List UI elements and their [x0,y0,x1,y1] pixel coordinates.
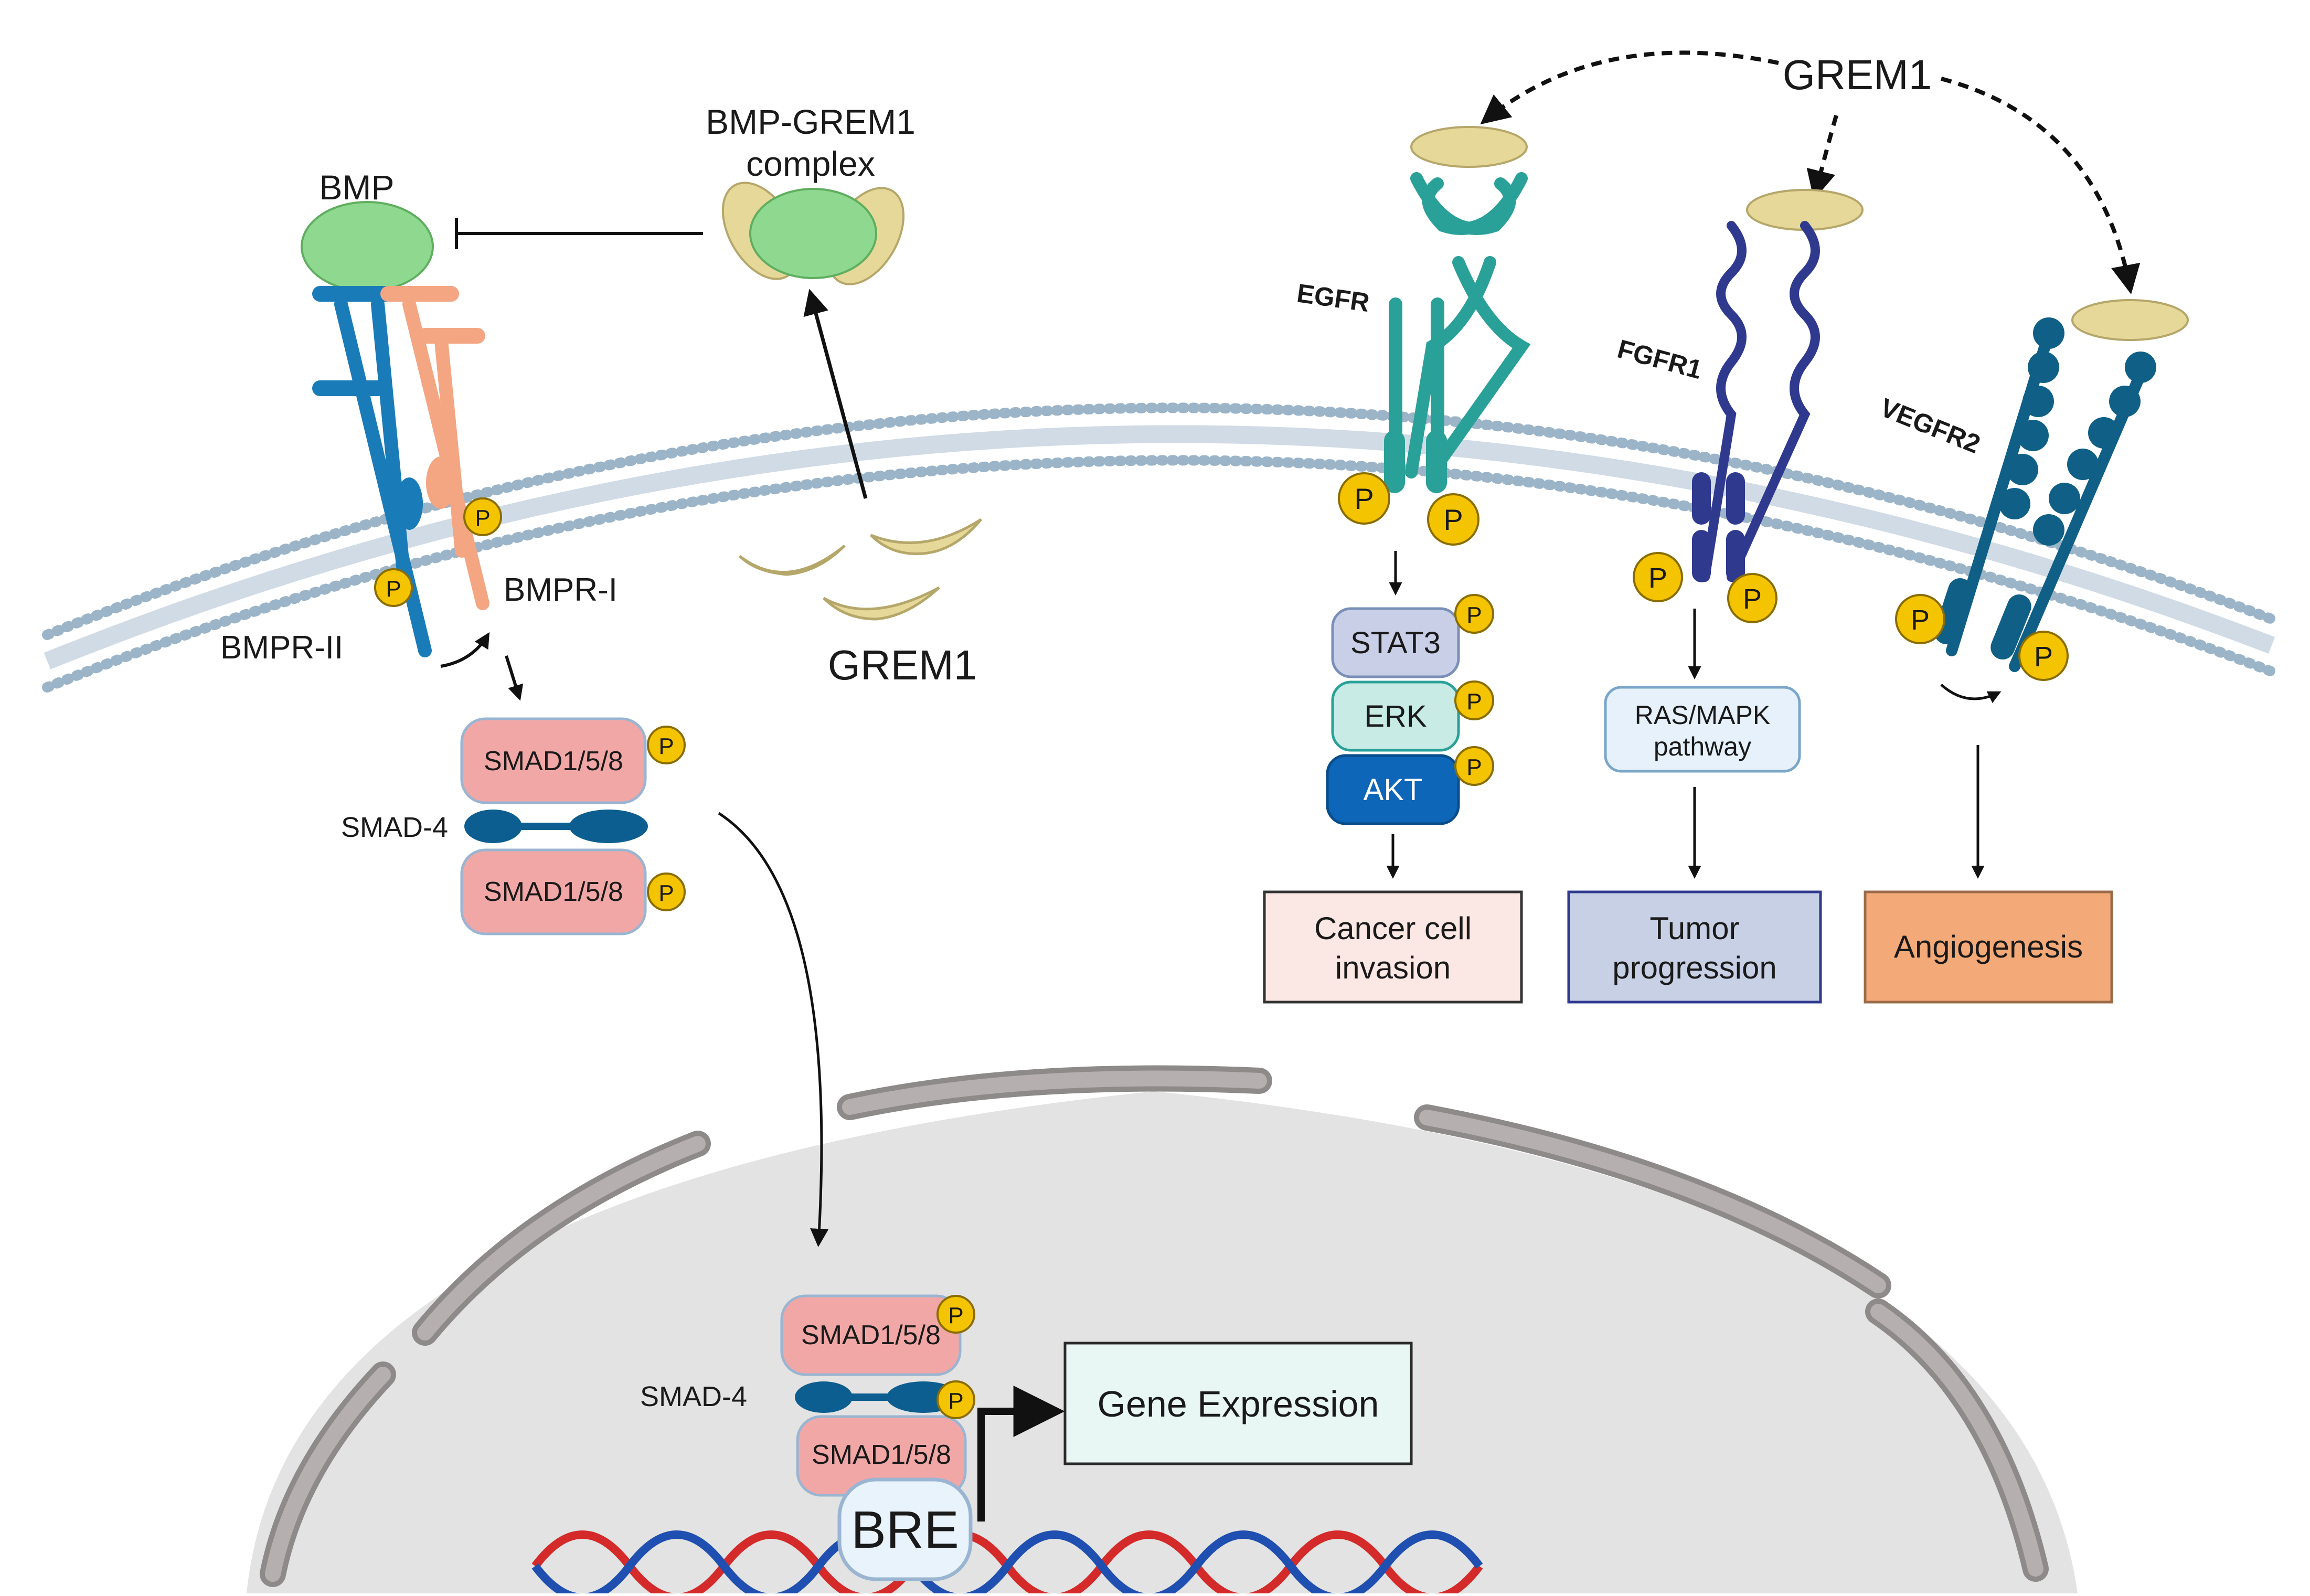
bmp-molecule [301,201,434,292]
svg-text:P: P [658,880,674,906]
phospho-egfr-left: P [1338,472,1390,525]
smad-complex-nucleus: SMAD1/5/8 SMAD1/5/8 [780,1294,967,1497]
svg-text:P: P [1743,583,1762,615]
smad158-nuc-bottom: SMAD1/5/8 [812,1440,951,1470]
dna-helix [531,1530,1483,1596]
stat3-label: STAT3 [1350,626,1441,660]
dashed-arrow-to-egfr [1480,50,1779,125]
gene-expression-label: Gene Expression [1098,1384,1379,1424]
nuclear-envelope-segment [842,1070,1267,1115]
egfr-label: EGFR [1295,278,1371,317]
bre-label: BRE [851,1501,959,1559]
phospho-erk: P [1454,680,1494,720]
phospho-bmpr-ii: P [374,568,413,607]
svg-text:P: P [948,1303,963,1328]
bmpr-ii-label: BMPR-II [220,630,343,666]
phospho-akt: P [1454,746,1494,786]
bmpr-i-receptor [380,286,489,610]
phospho-vegfr2-left: P [1895,594,1945,644]
smad-complex-cytoplasm: SMAD1/5/8 SMAD1/5/8 [460,717,648,935]
bmp-grem1-complex [721,182,905,285]
invasion-line2: invasion [1335,950,1451,985]
smad4-nuc-label: SMAD-4 [640,1381,747,1412]
svg-text:P: P [1911,604,1930,636]
ras-label-line2: pathway [1654,732,1751,761]
erk-label: ERK [1364,699,1427,733]
grem1-bottom-label: GREM1 [828,642,977,688]
nuclear-envelope-segment [417,1136,706,1340]
egfr-receptor [1384,172,1531,493]
grem1-top-label: GREM1 [1783,51,1932,98]
progression-line1: Tumor [1649,911,1739,946]
dashed-arrow-to-vegfr2 [1940,77,2141,295]
vegfr2-label: VEGFR2 [1876,392,1984,459]
svg-text:P: P [1354,482,1374,515]
arrow-grem1-to-complex [803,289,868,499]
svg-text:P: P [2034,641,2053,673]
phospho-smad-nuc-top: P [936,1295,975,1334]
phospho-stat3: P [1454,594,1494,634]
svg-text:P: P [948,1388,963,1414]
vegfr2-receptor [1934,317,2156,672]
smad4-cyto-label: SMAD-4 [341,812,448,843]
bre-box: BRE [837,1477,973,1581]
angiogenesis-label: Angiogenesis [1894,929,2083,964]
progression-line2: progression [1612,950,1777,985]
nucleus [247,1065,2078,1593]
complex-label-line1: BMP-GREM1 [706,102,916,141]
arrow-vegfr2-activation [1940,684,2002,704]
akt-node: AKT [1326,754,1460,825]
nuclear-envelope-segment [265,1367,391,1582]
nuclear-envelope-segment [1870,1304,2043,1577]
phospho-egfr-right: P [1427,493,1479,546]
complex-label-line2: complex [746,144,875,183]
outcome-progression-box: Tumor progression [1567,890,1822,1004]
svg-text:P: P [1443,503,1463,536]
phospho-smad-cyto-top: P [647,726,686,764]
smad158-cyto-bottom: SMAD1/5/8 [484,877,623,907]
svg-text:P: P [1466,754,1482,780]
svg-text:P: P [1466,602,1482,628]
phospho-smad-cyto-bottom: P [647,873,686,911]
svg-text:P: P [1648,562,1667,594]
phospho-bmpr-i: P [463,497,502,536]
arrow-smad-to-nucleus [718,812,829,1247]
erk-node: ERK [1331,680,1460,752]
stat3-node: STAT3 [1331,607,1460,678]
ras-mapk-node: RAS/MAPK pathway [1604,686,1801,773]
phospho-smad-nuc-mid: P [936,1380,975,1419]
smad158-nuc-top: SMAD1/5/8 [801,1320,941,1350]
svg-text:P: P [386,576,401,602]
nuclear-envelope-segment [1419,1110,1886,1293]
invasion-line1: Cancer cell [1314,911,1472,946]
smad158-cyto-top: SMAD1/5/8 [484,746,623,776]
gene-expression-box: Gene Expression [1063,1342,1413,1465]
svg-text:P: P [1466,689,1482,715]
outcome-angiogenesis-box: Angiogenesis [1864,890,2113,1004]
grem1-on-vegfr2 [2071,299,2189,341]
fgfr1-receptor [1692,221,1820,582]
phospho-fgfr1-right: P [1727,573,1777,623]
akt-label: AKT [1364,773,1423,807]
grem1-free-molecules [739,518,982,621]
bmp-label: BMP [319,168,394,207]
svg-text:P: P [475,505,490,531]
arrow-bre-to-gene [977,1386,1065,1521]
svg-text:P: P [658,733,674,759]
arrow-bmpr-to-smad [505,655,524,701]
ras-label-line1: RAS/MAPK [1635,700,1770,730]
arrow-bmpr-phosphorylation [440,632,490,668]
fgfr1-label: FGFR1 [1614,334,1705,385]
phospho-vegfr2-right: P [2018,631,2069,681]
outcome-invasion-box: Cancer cell invasion [1263,890,1523,1004]
phospho-fgfr1-left: P [1633,552,1683,602]
grem1-on-egfr [1410,126,1528,168]
dashed-arrow-to-fgfr1 [1806,114,1838,200]
bmpr-i-label: BMPR-I [504,572,618,608]
